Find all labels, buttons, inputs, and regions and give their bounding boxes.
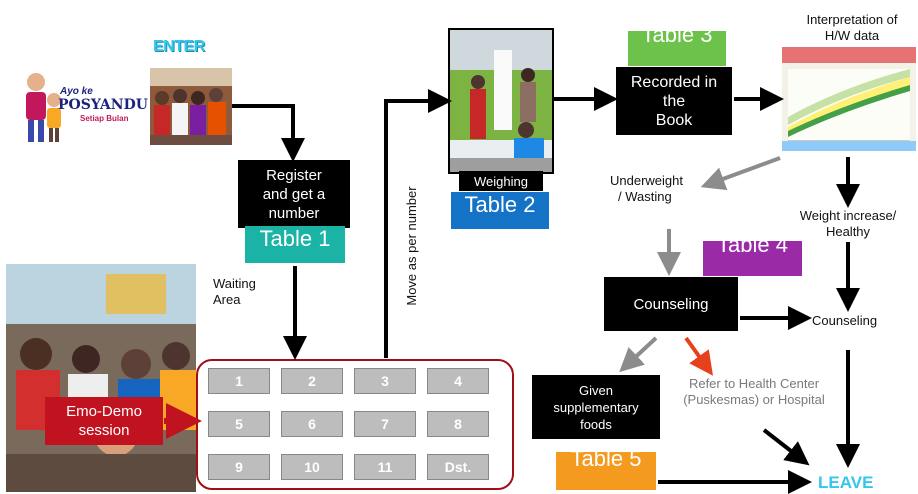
table-3-label: Table 3	[641, 31, 713, 47]
supplementary-foods-box: Given supplementary foods	[532, 375, 660, 439]
queue-number-2: 2	[281, 368, 343, 394]
growth-chart-image	[782, 47, 916, 151]
weighing-label-box: Weighing	[459, 171, 543, 191]
refer-label: Refer to Health Center (Puskesmas) or Ho…	[668, 376, 840, 408]
waiting-room-photo	[6, 264, 196, 492]
arrow-refer-to-leave	[762, 428, 810, 466]
register-line2: and get a	[262, 185, 326, 203]
queue-number-12: Dst.	[427, 454, 489, 480]
entrance-crowd-photo	[150, 68, 232, 145]
weighing-label: Weighing	[474, 173, 528, 189]
waiting-area-line1: Waiting	[213, 276, 256, 291]
posyandu-logo: Ayo ke POSYANDU Setiap Bulan	[14, 66, 148, 148]
queue-number-6: 6	[281, 411, 343, 437]
arrow-enter-to-register	[232, 104, 305, 162]
recorded-line1: Recorded in	[630, 73, 718, 91]
arrow-chart-to-underweight	[700, 156, 781, 191]
counseling-box: Counseling	[604, 277, 738, 331]
register-line3: number	[268, 204, 320, 222]
refer-line2: (Puskesmas) or Hospital	[683, 392, 825, 407]
waiting-area-line2: Area	[213, 292, 241, 307]
interpretation-label: Interpretation of H/W data	[782, 12, 918, 44]
table-3-tag: Table 3	[628, 31, 726, 66]
logo-text-ayo-ke: Ayo ke	[60, 86, 93, 97]
queue-number-3: 3	[354, 368, 416, 394]
queue-number-8: 8	[427, 411, 489, 437]
weight-increase-label: Weight increase/ Healthy	[788, 208, 908, 240]
move-as-per-number-label: Move as per number	[404, 186, 419, 306]
table-5-label: Table 5	[570, 452, 642, 471]
queue-number-1: 1	[208, 368, 270, 394]
family-figures-icon	[26, 73, 61, 142]
table-1-tag: Table 1	[245, 226, 345, 263]
waiting-area-label: Waiting Area	[213, 276, 256, 308]
counseling-box-label: Counseling	[633, 295, 709, 313]
queue-number-10: 10	[281, 454, 343, 480]
refer-line1: Refer to Health Center	[688, 376, 820, 391]
weight-increase-line2: Healthy	[825, 224, 871, 239]
arrow-counseling-to-refer	[684, 336, 713, 376]
supplementary-line1: Given	[579, 382, 613, 398]
queue-number-4: 4	[427, 368, 489, 394]
recorded-line2: the	[662, 92, 686, 110]
queue-number-9: 9	[208, 454, 270, 480]
register-line1: Register	[266, 166, 322, 184]
queue-number-5: 5	[208, 411, 270, 437]
underweight-line1: Underweight	[610, 173, 683, 188]
table-1-label: Table 1	[259, 226, 331, 251]
enter-label: ENTER	[153, 38, 205, 55]
weighing-photo	[448, 28, 554, 174]
table-2-label: Table 2	[464, 192, 536, 217]
recorded-line3: Book	[655, 111, 693, 129]
register-box: Register and get a number	[238, 160, 350, 228]
supplementary-line3: foods	[580, 416, 612, 432]
logo-text-setiap-bulan: Setiap Bulan	[80, 114, 129, 123]
interpretation-line1: Interpretation of	[806, 12, 898, 27]
weight-increase-line1: Weight increase/	[799, 208, 897, 223]
queue-number-7: 7	[354, 411, 416, 437]
counseling-text: Counseling	[812, 313, 878, 328]
supplementary-line2: supplementary	[553, 399, 639, 415]
leave-label: LEAVE	[818, 473, 874, 492]
interpretation-line2: H/W data	[824, 28, 880, 43]
recorded-book-box: Recorded in the Book	[616, 67, 732, 135]
logo-text-posyandu: POSYANDU	[58, 97, 148, 113]
underweight-line2: / Wasting	[618, 189, 672, 204]
queue-number-11: 11	[354, 454, 416, 480]
emo-demo-line1: Emo-Demo	[66, 403, 142, 420]
arrow-counseling-to-supplementary	[619, 336, 658, 373]
table-5-tag: Table 5	[556, 452, 656, 490]
table-4-label: Table 4	[717, 241, 788, 257]
emo-demo-line2: session	[78, 422, 130, 439]
table-2-tag: Table 2	[451, 192, 549, 229]
underweight-label: Underweight / Wasting	[610, 173, 710, 205]
table-4-tag: Table 4	[703, 241, 802, 276]
emo-demo-box: Emo-Demo session	[45, 397, 163, 445]
